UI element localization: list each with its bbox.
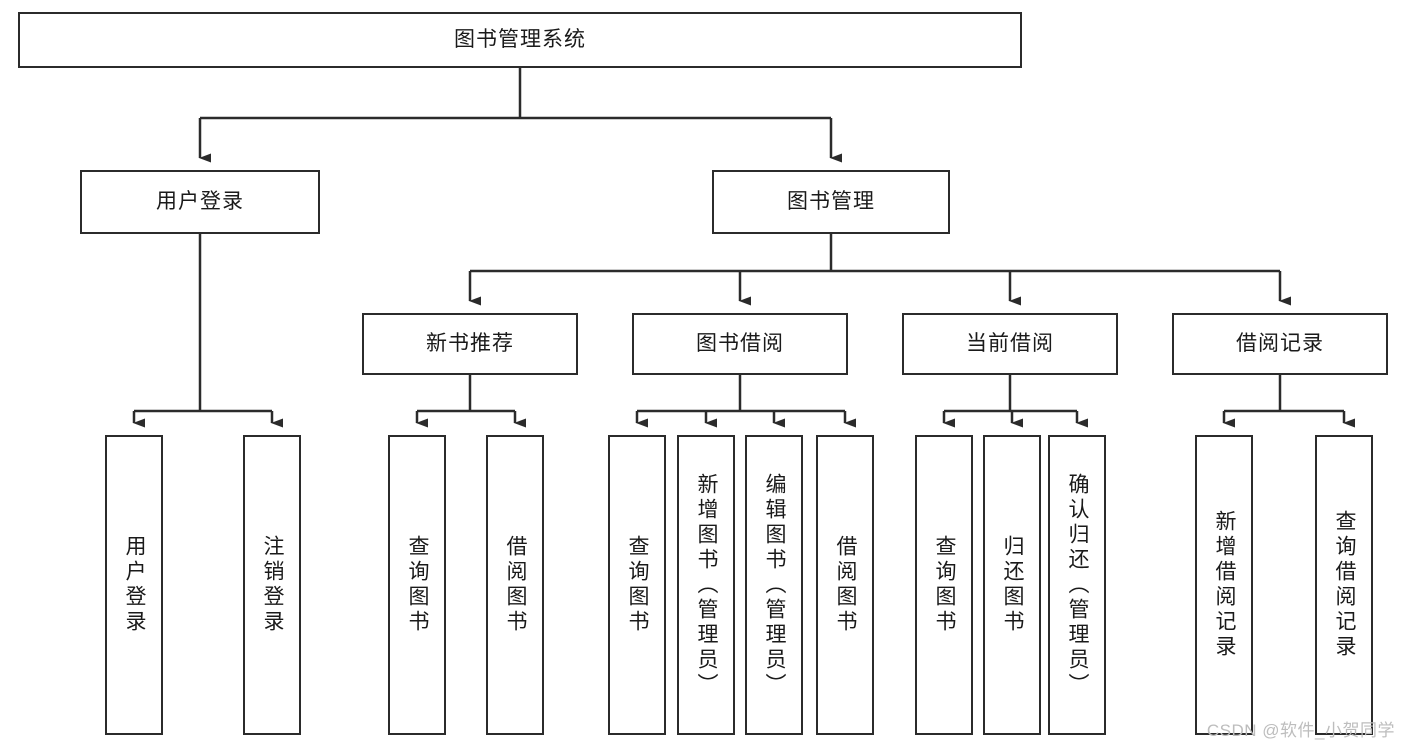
node-label: 图书管理系统	[454, 28, 586, 52]
node-label: 图书管理	[787, 190, 875, 214]
node-leaf_2[interactable]: 查询图书	[388, 435, 446, 735]
node-label: 当前借阅	[966, 332, 1054, 356]
node-leaf_9[interactable]: 归还图书	[983, 435, 1041, 735]
node-root[interactable]: 图书管理系统	[18, 12, 1022, 68]
node-label: 借阅图书	[834, 535, 858, 635]
node-label: 借阅图书	[504, 535, 528, 635]
node-l1_0[interactable]: 用户登录	[80, 170, 320, 234]
node-leaf_7[interactable]: 借阅图书	[816, 435, 874, 735]
node-l2_2[interactable]: 当前借阅	[902, 313, 1118, 375]
node-label: 编辑图书（管理员）	[763, 472, 787, 698]
node-leaf_4[interactable]: 查询图书	[608, 435, 666, 735]
node-label: 用户登录	[156, 190, 244, 214]
node-label: 确认归还（管理员）	[1066, 472, 1090, 698]
node-label: 图书借阅	[696, 332, 784, 356]
node-label: 新增借阅记录	[1213, 510, 1237, 660]
node-label: 注销登录	[261, 535, 285, 635]
node-l2_1[interactable]: 图书借阅	[632, 313, 848, 375]
watermark: CSDN @软件_小贺同学	[1206, 721, 1395, 740]
node-leaf_11[interactable]: 新增借阅记录	[1195, 435, 1253, 735]
node-label: 查询图书	[626, 535, 650, 635]
node-leaf_0[interactable]: 用户登录	[105, 435, 163, 735]
node-leaf_8[interactable]: 查询图书	[915, 435, 973, 735]
node-leaf_1[interactable]: 注销登录	[243, 435, 301, 735]
node-leaf_10[interactable]: 确认归还（管理员）	[1048, 435, 1106, 735]
node-leaf_6[interactable]: 编辑图书（管理员）	[745, 435, 803, 735]
node-label: 新增图书（管理员）	[695, 472, 719, 698]
node-leaf_3[interactable]: 借阅图书	[486, 435, 544, 735]
node-label: 查询借阅记录	[1333, 510, 1357, 660]
node-l1_1[interactable]: 图书管理	[712, 170, 950, 234]
node-leaf_5[interactable]: 新增图书（管理员）	[677, 435, 735, 735]
node-label: 新书推荐	[426, 332, 514, 356]
node-label: 归还图书	[1001, 535, 1025, 635]
node-l2_3[interactable]: 借阅记录	[1172, 313, 1388, 375]
node-label: 查询图书	[933, 535, 957, 635]
node-label: 用户登录	[123, 535, 147, 635]
node-label: 查询图书	[406, 535, 430, 635]
node-l2_0[interactable]: 新书推荐	[362, 313, 578, 375]
node-leaf_12[interactable]: 查询借阅记录	[1315, 435, 1373, 735]
node-label: 借阅记录	[1236, 332, 1324, 356]
